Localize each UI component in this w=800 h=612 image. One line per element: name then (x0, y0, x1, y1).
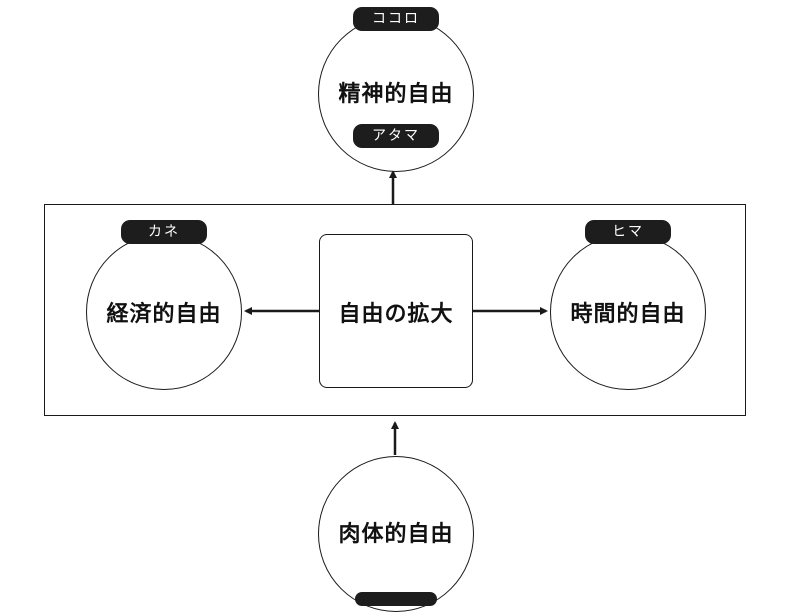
tag-hima: ヒマ (585, 220, 671, 244)
node-physical-freedom (318, 456, 474, 612)
node-economic-freedom-label: 経済的自由 (106, 302, 222, 327)
node-physical-freedom-label: 肉体的自由 (338, 522, 454, 547)
tag-atama: アタマ (353, 124, 439, 148)
node-time-freedom (550, 234, 706, 390)
center-box (319, 234, 473, 388)
node-time-freedom-label: 時間的自由 (570, 302, 686, 327)
tag-kane: カネ (121, 220, 207, 244)
node-economic-freedom (86, 234, 242, 390)
tag-bottom-cropped (355, 592, 437, 606)
central-frame (44, 204, 746, 416)
center-label: 自由の拡大 (338, 302, 454, 327)
tag-kokoro: ココロ (353, 7, 439, 31)
node-mental-freedom-label: 精神的自由 (338, 82, 454, 107)
